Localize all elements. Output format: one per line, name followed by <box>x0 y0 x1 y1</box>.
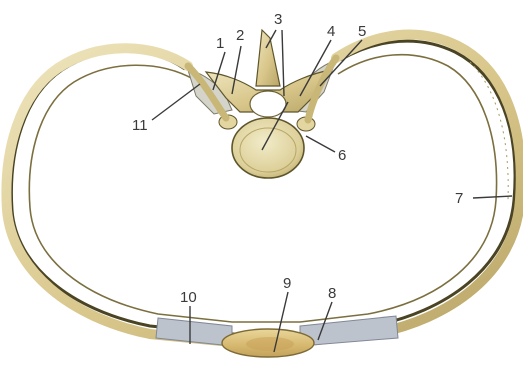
callout-8: 8 <box>328 285 336 302</box>
leader-7 <box>473 196 512 198</box>
leader-11 <box>152 84 200 120</box>
sternum <box>222 329 314 357</box>
callout-2: 2 <box>236 27 244 44</box>
callout-10: 10 <box>180 289 197 306</box>
callout-1: 1 <box>216 35 224 52</box>
leader-6 <box>306 136 335 152</box>
callout-5: 5 <box>358 23 366 40</box>
vertebral-body <box>232 118 304 178</box>
sternum-core <box>246 337 294 351</box>
cartilage-left <box>156 318 232 346</box>
leader-5 <box>320 40 362 86</box>
callout-11: 11 <box>132 117 148 134</box>
callout-4: 4 <box>327 23 335 40</box>
vertebral-foramen <box>250 91 286 117</box>
callout-3: 3 <box>274 11 282 28</box>
leader-3b <box>282 30 284 96</box>
callout-6: 6 <box>338 147 346 164</box>
callout-7: 7 <box>455 190 463 207</box>
spinous-process <box>256 30 280 86</box>
callout-9: 9 <box>283 275 291 292</box>
